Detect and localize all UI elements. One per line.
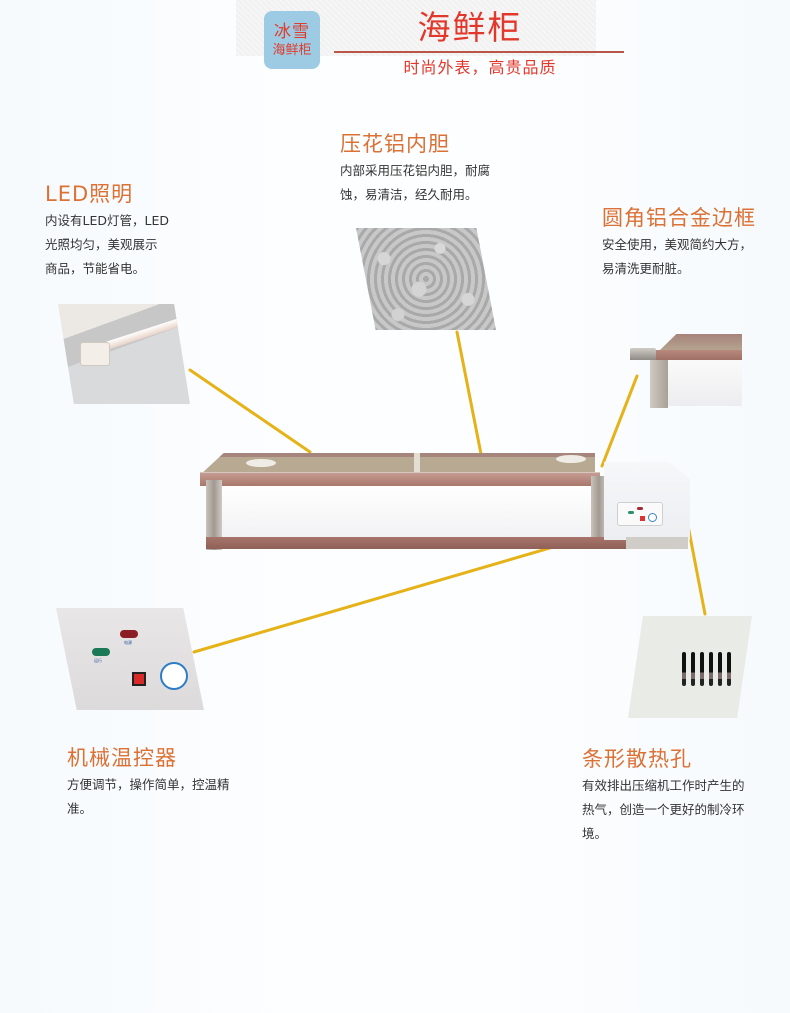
compressor-housing bbox=[604, 462, 690, 540]
feature-description: 方便调节，操作简单，控温精 准。 bbox=[67, 777, 230, 816]
embossed-aluminum-texture-image bbox=[356, 228, 496, 330]
feature-title: 压花铝内胆 bbox=[340, 132, 450, 156]
feature-description: 安全使用，美观简约大方， 易清洗更耐脏。 bbox=[602, 237, 753, 276]
connector-aluminum bbox=[455, 330, 484, 461]
feature-led-lighting: LED照明 内设有LED灯管，LED 光照均匀，美观展示 商品，节能省电。 bbox=[45, 181, 205, 281]
frame-corner-detail-image bbox=[630, 334, 742, 408]
temperature-dial bbox=[160, 662, 188, 690]
run-indicator bbox=[628, 511, 634, 514]
header-divider bbox=[334, 51, 624, 53]
connector-frame bbox=[600, 374, 639, 468]
lid-handle bbox=[246, 459, 276, 467]
thermostat-detail-image: 电源 运行 bbox=[56, 608, 204, 710]
feature-strip-vents: 条形散热孔 有效排出压缩机工作时产生的 热气，创造一个更好的制冷环 境。 bbox=[582, 746, 790, 846]
feature-embossed-aluminum-liner: 压花铝内胆 内部采用压花铝内胆，耐腐 蚀，易清洁，经久耐用。 bbox=[340, 131, 540, 207]
rounded-corner bbox=[630, 348, 656, 360]
power-rocker-switch bbox=[132, 672, 146, 686]
cabinet-bottom-rail bbox=[206, 537, 626, 549]
cabinet-top-liner bbox=[200, 453, 595, 475]
cabinet-top-rail bbox=[200, 472, 600, 486]
connector-led bbox=[188, 368, 312, 454]
cabinet-control-panel bbox=[617, 502, 663, 526]
power-label: 电源 bbox=[124, 640, 132, 645]
feature-description: 内设有LED灯管，LED 光照均匀，美观展示 商品，节能省电。 bbox=[45, 213, 169, 276]
page-subtitle: 时尚外表，高贵品质 bbox=[403, 58, 557, 77]
brand-line-1: 冰雪 bbox=[274, 21, 310, 42]
run-label: 运行 bbox=[94, 658, 102, 663]
power-switch bbox=[640, 516, 645, 521]
feature-title: 圆角铝合金边框 bbox=[602, 206, 756, 230]
led-light-detail-image bbox=[58, 304, 190, 404]
power-indicator-light bbox=[120, 630, 138, 638]
vent-detail-image bbox=[628, 616, 752, 718]
feature-description: 内部采用压花铝内胆，耐腐 蚀，易清洁，经久耐用。 bbox=[340, 163, 491, 202]
power-indicator bbox=[637, 507, 643, 510]
cabinet-post-left bbox=[206, 480, 222, 550]
vent-slots bbox=[682, 652, 731, 686]
page-title: 海鲜柜 bbox=[417, 8, 523, 47]
lid-handle bbox=[556, 455, 586, 463]
feature-title: 条形散热孔 bbox=[582, 747, 692, 771]
brand-line-2: 海鲜柜 bbox=[272, 42, 312, 58]
feature-title: LED照明 bbox=[45, 182, 134, 206]
thermostat-knob bbox=[648, 513, 657, 522]
cabinet-front-panel bbox=[220, 486, 595, 538]
tube-clip bbox=[80, 342, 110, 366]
feature-description: 有效排出压缩机工作时产生的 热气，创造一个更好的制冷环 境。 bbox=[582, 778, 745, 841]
cabinet-post-right bbox=[591, 476, 607, 538]
feature-rounded-aluminum-frame: 圆角铝合金边框 安全使用，美观简约大方， 易清洗更耐脏。 bbox=[602, 205, 790, 281]
feature-title: 机械温控器 bbox=[67, 746, 177, 770]
feature-mechanical-thermostat: 机械温控器 方便调节，操作简单，控温精 准。 bbox=[67, 745, 277, 821]
brand-badge: 冰雪 海鲜柜 bbox=[264, 11, 320, 69]
run-indicator-light bbox=[92, 648, 110, 656]
